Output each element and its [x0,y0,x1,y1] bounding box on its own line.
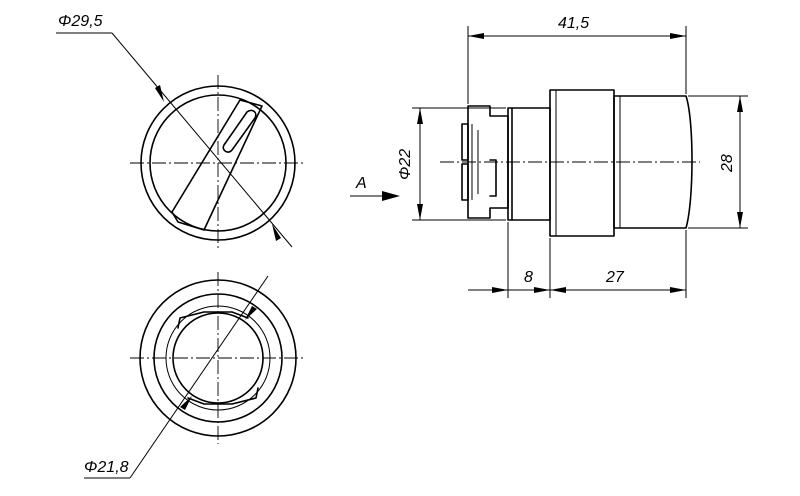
dim-arrow-mount-bottom [417,204,423,220]
dim-arrow-d29-bottom [272,224,281,241]
dim-arrow-length-left [468,33,484,39]
front-view-knob: Φ29,5 [56,13,306,251]
dim-arrow-rear-right [534,287,550,293]
dim-arrow-rear-left [492,287,508,293]
terminal-pin-top [461,123,469,161]
rear-view: Φ21,8 [84,272,306,479]
dim-arrow-length-right [670,33,686,39]
dim-label-length: 41,5 [558,15,589,32]
view-arrow-head [382,191,400,201]
dim-label-mount: Φ22 [397,149,414,180]
terminal-pin-bottom [461,163,469,201]
dim-arrow-d21-bottom [180,396,192,410]
dim-line-d29 [111,32,293,248]
side-view: 41,5 Φ22 28 8 27 A [350,15,748,298]
terminal-notch [489,159,497,197]
dim-line-d21 [129,275,269,479]
lever-slot [222,109,257,153]
actuator-head [613,95,693,229]
dim-arrow-front-left [550,287,566,293]
bayonet-lug-top [177,311,249,329]
dim-arrow-d21-top [245,306,257,320]
dim-arrow-height-top [737,96,743,112]
dim-label-d29: Φ29,5 [58,13,103,30]
dim-arrow-front-right [670,287,686,293]
dim-arrow-mount-top [417,108,423,124]
dim-label-rear: 8 [524,269,533,286]
selector-lever [171,99,263,231]
bayonet-lug-bottom [187,387,259,405]
clamp-ring [549,89,615,237]
dim-label-d21: Φ21,8 [84,459,129,476]
mount-collar [507,107,551,221]
dim-arrow-height-bottom [737,212,743,228]
dim-label-front: 27 [605,269,625,286]
view-marker-label: A [355,175,367,192]
dim-arrow-d29-top [155,85,164,102]
dim-label-height: 28 [719,154,736,173]
